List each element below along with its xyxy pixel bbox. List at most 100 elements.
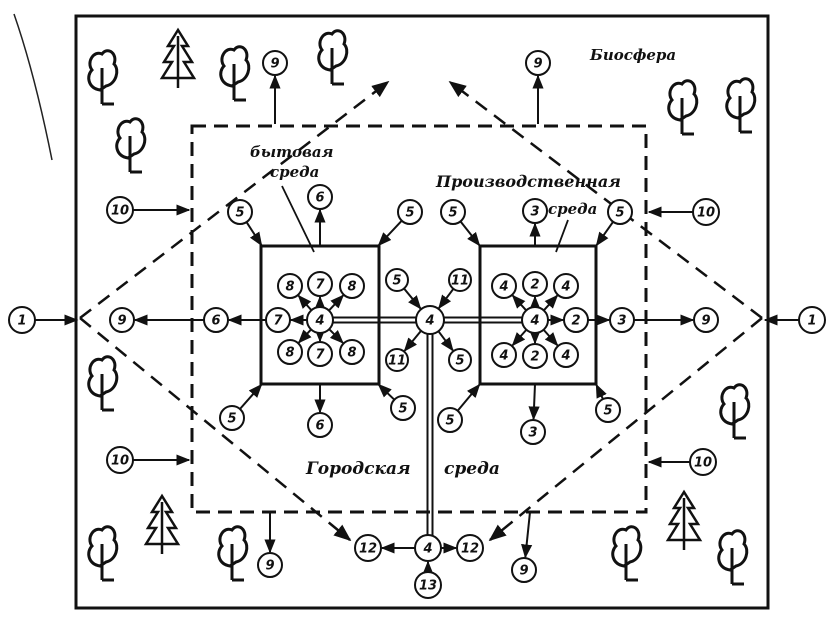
domestic-env-label-line2: среда — [270, 163, 319, 181]
node-circle — [563, 307, 589, 333]
node-label: 9 — [265, 559, 274, 574]
node-circle — [109, 307, 135, 333]
node-circle — [609, 307, 635, 333]
node-label: 4 — [498, 280, 508, 295]
node-dom_7_l: 7 — [265, 307, 291, 333]
node-label: 5 — [235, 206, 244, 221]
node-label: 2 — [530, 278, 539, 293]
domestic-label-pointer — [281, 185, 315, 253]
node-circle — [553, 342, 579, 368]
node-ctr_5_tl: 5 — [385, 268, 409, 292]
node-circle — [219, 405, 245, 431]
urban-env-label-word1: Городская — [305, 459, 411, 479]
node-label: 3 — [528, 426, 537, 441]
node-label: 9 — [701, 314, 710, 329]
node-circle — [521, 306, 549, 334]
node-label: 6 — [315, 419, 324, 434]
node-label: 5 — [405, 206, 414, 221]
node-prod_4_tl: 4 — [491, 273, 517, 299]
node-circle — [491, 273, 517, 299]
link-dom_4-to-dom_8_br — [328, 328, 344, 344]
node-label: 4 — [560, 280, 570, 295]
node-circle — [385, 348, 409, 372]
trees — [87, 28, 757, 586]
node-circle — [520, 419, 546, 445]
node-dom_8_tl: 8 — [277, 273, 303, 299]
node-dom_8_tr: 8 — [339, 273, 365, 299]
node-circle — [277, 273, 303, 299]
urban-env-label-word2: среда — [444, 459, 500, 479]
node-circle — [522, 198, 548, 224]
node-circle — [106, 446, 134, 474]
link-prod_5_tl-to-pbox_tl — [459, 220, 481, 247]
node-label: 7 — [315, 348, 325, 363]
node-dom_6_bottom: 6 — [307, 412, 333, 438]
node-prod_5_bl: 5 — [437, 407, 463, 433]
node-label: 9 — [533, 57, 542, 72]
node-bot_13: 13 — [414, 571, 442, 599]
node-label: 9 — [117, 314, 126, 329]
node-dom_5_bl: 5 — [219, 405, 245, 431]
node-label: 3 — [617, 314, 626, 329]
link-bot_anchor_r-to-bottom_9_right — [521, 511, 533, 559]
node-circle — [390, 395, 416, 421]
domestic-env-label-line1: бытовая — [250, 143, 334, 161]
link-pbox_bot-to-prod_3_bottom — [528, 383, 540, 421]
node-circle — [306, 306, 334, 334]
node-circle — [307, 341, 333, 367]
node-label: 10 — [694, 456, 712, 471]
node-label: 10 — [111, 204, 129, 219]
node-ctr_4: 4 — [415, 305, 445, 335]
link-prod_4-to-prod_4_br — [542, 329, 559, 347]
node-circle — [106, 196, 134, 224]
node-circle — [607, 199, 633, 225]
node-prod_5_tr: 5 — [607, 199, 633, 225]
node-bottom_9_right: 9 — [511, 557, 537, 583]
node-circle — [262, 50, 288, 76]
link-ctr_4-to-ctr_11_bl — [403, 330, 422, 352]
node-label: 10 — [111, 454, 129, 469]
link-ctr_4-to-ctr_5_br — [437, 330, 454, 352]
node-prod_2_t: 2 — [522, 271, 548, 297]
node-label: 5 — [455, 354, 464, 369]
node-bot_12_right: 12 — [456, 534, 484, 562]
production-label-pointer — [555, 219, 569, 253]
node-prod_4_br: 4 — [553, 342, 579, 368]
node-circle — [354, 534, 382, 562]
node-circle — [415, 305, 445, 335]
node-circle — [595, 397, 621, 423]
link-prod_4-to-prod_4_tr — [543, 294, 559, 312]
link-prod_4-to-prod_4_bl — [511, 329, 528, 347]
node-prod_4_bl: 4 — [491, 342, 517, 368]
node-circle — [414, 571, 442, 599]
node-circle — [511, 557, 537, 583]
node-label: 2 — [530, 350, 539, 365]
node-label: 8 — [347, 346, 356, 361]
node-dom_6_left: 6 — [203, 307, 229, 333]
node-dom_5_tl: 5 — [227, 199, 253, 225]
node-ctr_11_tr: 11 — [448, 268, 472, 292]
node-circle — [522, 271, 548, 297]
node-prod_4_tr: 4 — [553, 273, 579, 299]
node-left_10_bottom: 10 — [106, 446, 134, 474]
node-label: 5 — [227, 412, 236, 427]
node-label: 8 — [347, 280, 356, 295]
node-circle — [798, 306, 826, 334]
node-prod_3_right: 3 — [609, 307, 635, 333]
node-label: 8 — [285, 346, 294, 361]
node-dom_7_t: 7 — [307, 271, 333, 297]
node-label: 7 — [273, 314, 283, 329]
production-env-label-line2: среда — [548, 200, 597, 218]
node-circle — [8, 306, 36, 334]
node-prod_3_bottom: 3 — [520, 419, 546, 445]
node-circle — [693, 307, 719, 333]
node-label: 4 — [424, 314, 434, 329]
node-prod_2_r: 2 — [563, 307, 589, 333]
node-label: 4 — [314, 314, 324, 329]
node-label: 8 — [285, 280, 294, 295]
node-circle — [525, 50, 551, 76]
node-label: 1 — [17, 314, 26, 329]
node-circle — [522, 343, 548, 369]
node-left_9: 9 — [109, 307, 135, 333]
